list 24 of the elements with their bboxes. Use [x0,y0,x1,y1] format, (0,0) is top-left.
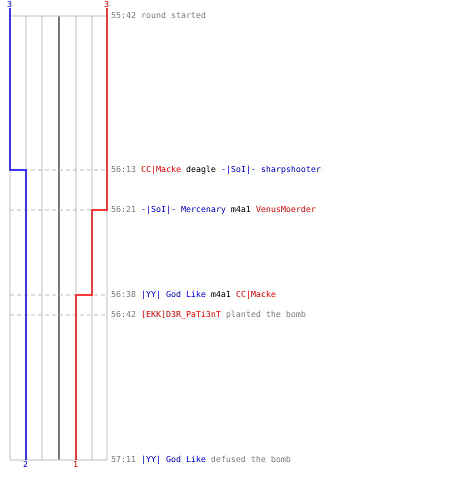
player-name: -|SoI|- Mercenary [140,204,226,214]
player-name: |YY| God Like [140,454,206,464]
count-label: 2 [23,459,28,469]
event-text: defused the bomb [210,454,291,464]
timestamp: 56:42 [111,309,136,319]
weapon-name: m4a1 [230,204,251,214]
player-name: CC|Macke [236,289,276,299]
weapon-name: deagle [186,164,216,174]
timestamp: 56:21 [111,204,136,214]
count-label: 1 [73,459,78,469]
event-text: planted the bomb [226,309,306,319]
player-name: [EKK]D3R_PaTi3nT [140,309,221,319]
player-name: CC|Macke [140,164,181,174]
player-name: |YY| God Like [140,289,206,299]
count-label: 3 [104,0,109,9]
weapon-name: m4a1 [210,289,231,299]
timestamp: 55:42 [111,10,136,20]
player-name: -|SoI|- sharpshooter [220,164,321,174]
timestamp: 57:11 [111,454,136,464]
timestamp: 56:38 [111,289,136,299]
player-name: VenusMoerder [256,204,316,214]
event-text: round started [140,10,206,20]
count-label: 3 [7,0,12,9]
timestamp: 56:13 [111,164,136,174]
